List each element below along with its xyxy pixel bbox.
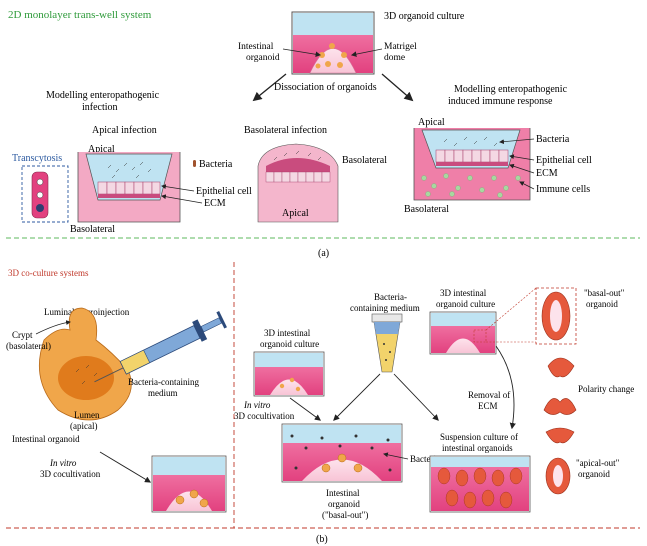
apical-infection-transwell: Apical [77,144,181,223]
organoid-culture-label-c2: organoid culture [436,299,495,309]
organoid-culture-well-b [253,351,325,397]
modelling-infection-2: infection [82,102,118,113]
basolateral-label-left: Basolateral [70,224,115,235]
basal-out-organoid-icon [541,291,571,341]
suspension-label-2: intestinal organoids [442,443,513,453]
syringe-icon [94,311,227,383]
transcytosis-label: Transcytosis [12,153,62,164]
crypt-label-2: (basolateral) [6,341,51,351]
basal-out-icon-label-2: organoid [586,299,618,309]
lumen-label-1: Lumen [74,410,100,420]
modelling-immune-2: induced immune response [448,96,553,107]
coculture-well-center [281,423,403,483]
transcytosis-box [21,165,69,223]
transcytosis-cell [31,171,49,219]
panel-a-label: (a) [318,248,329,259]
panel-a-title: 2D monolayer trans-well system [8,9,152,21]
organoid-culture-well-c [429,311,497,355]
basal-out-label-2: organoid [328,499,360,509]
coculture-label-right: 3D cocultivation [234,411,295,421]
polarity-change-label: Polarity change [578,384,634,394]
organoid-culture-well [291,11,375,75]
lumen-label-2: (apical) [70,421,97,431]
polarity-change-icons [543,357,577,444]
apical-out-label-1: "apical-out" [576,458,620,468]
basal-out-icon-label-1: "basal-out" [584,288,625,298]
basolateral-label-dome: Basolateral [342,155,387,166]
panel-b-label: (b) [316,534,328,545]
intestinal-organoid-label-2: organoid [246,53,280,63]
organoid-culture-label-c1: 3D intestinal [440,288,487,298]
epithelial-label-a: Epithelial cell [196,186,252,197]
panel-a: 2D monolayer trans-well system 3D organo… [8,9,592,259]
intestinal-organoid-injection [38,307,132,421]
bacteria-medium-top-2: containing medium [350,303,420,313]
bacteria-label-right: Bacteria [536,134,570,145]
organoid-culture-label-b2: organoid culture [260,339,319,349]
apical-label-dome: Apical [282,208,309,219]
dissociation-label: Dissociation of organoids [274,82,377,93]
modelling-immune-1: Modelling enteropathogenic [454,84,568,95]
modelling-infection-1: Modelling enteropathogenic [46,90,160,101]
organoid-culture-label-b1: 3D intestinal [264,328,311,338]
bacteria-medium-label-1: Bacteria-containing [128,377,199,387]
in-vitro-label-left: In vitro [49,458,77,468]
coculture-label-left: 3D cocultivation [40,469,101,479]
bacteria-icon [193,160,196,167]
basolateral-dome [257,143,339,223]
bacteria-label-b: Bacteria [410,454,440,464]
removal-ecm-label-2: ECM [478,401,498,411]
panel-b-title: 3D co-culture systems [8,268,89,278]
removal-ecm-label-1: Removal of [468,390,510,400]
apical-out-label-2: organoid [578,469,610,479]
panel-b: 3D co-culture systems Luminal microinjec… [6,262,640,545]
immune-cells-label: Immune cells [536,184,590,195]
apical-infection-label: Apical infection [92,125,157,136]
basolateral-label-right: Basolateral [404,204,449,215]
coculture-well-left [151,455,227,513]
suspension-label-1: Suspension culture of [440,432,518,442]
apical-label-left: Apical [88,144,115,155]
immune-transwell: Apical [413,117,531,201]
crypt-label-1: Crypt [12,330,33,340]
intestinal-organoid-label-1: Intestinal [238,42,274,52]
matrigel-label-1: Matrigel [384,42,417,52]
basal-out-label-1: Intestinal [326,488,360,498]
suspension-well [429,455,531,513]
ecm-label-right: ECM [536,168,558,179]
basal-out-label-3: ("basal-out") [322,510,368,520]
bacteria-medium-label-2: medium [148,388,178,398]
bacteria-medium-top-1: Bacteria- [374,292,407,302]
organoid-culture-label: 3D organoid culture [384,11,465,22]
intestinal-organoid-label-b: Intestinal organoid [12,434,80,444]
basolateral-infection-label: Basolateral infection [244,125,327,136]
matrigel-label-2: dome [384,53,405,63]
apical-out-organoid-icon [545,457,571,495]
in-vitro-label-right: In vitro [243,400,271,410]
apical-label-right: Apical [418,117,445,128]
ecm-label-a: ECM [204,198,226,209]
bacteria-label-a: Bacteria [199,159,233,170]
epithelial-label-right: Epithelial cell [536,155,592,166]
tube-icon [371,313,403,373]
